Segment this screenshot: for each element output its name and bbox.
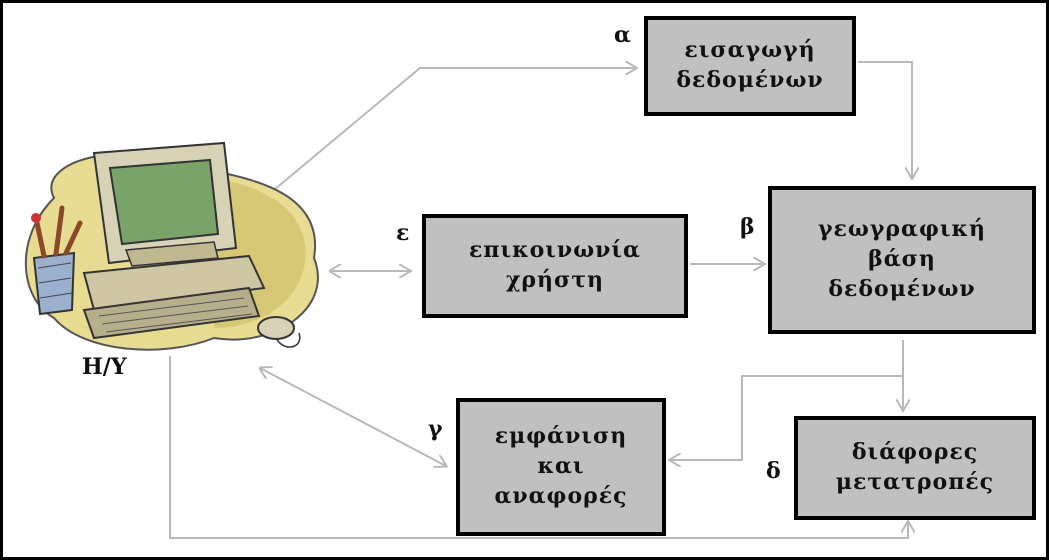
- arrow-display-pc: [260, 368, 446, 466]
- label-epsilon: ε: [396, 220, 410, 246]
- box-line: δεδομένων: [676, 67, 824, 93]
- box-line: βάση: [868, 246, 936, 273]
- display-reports-box: εμφάνιση και αναφορές: [456, 398, 666, 536]
- computer-label: Η/Υ: [82, 354, 127, 380]
- box-line: και: [537, 453, 585, 480]
- box-line: εισαγωγή: [684, 37, 816, 64]
- box-line: αναφορές: [494, 482, 628, 509]
- box-line: διάφορες: [851, 439, 979, 466]
- arrow-db-to-display: [670, 375, 903, 460]
- arrow-pc-to-input: [261, 68, 636, 201]
- box-line: χρήστη: [505, 267, 605, 293]
- box-line: επικοινωνία: [469, 237, 641, 264]
- user-communication-box: επικοινωνία χρήστη: [422, 214, 688, 318]
- label-gamma: γ: [428, 416, 443, 442]
- transformations-box: διάφορες μετατροπές: [794, 416, 1036, 520]
- box-line: εμφάνιση: [494, 423, 628, 450]
- geo-database-box: γεωγραφική βάση δεδομένων: [768, 186, 1036, 334]
- data-input-box: εισαγωγή δεδομένων: [644, 16, 856, 116]
- label-delta: δ: [766, 458, 781, 484]
- box-line: μετατροπές: [835, 469, 995, 495]
- box-line: γεωγραφική: [818, 216, 986, 243]
- box-line: δεδομένων: [828, 275, 976, 302]
- arrow-input-to-db: [858, 61, 912, 178]
- label-alpha: α: [614, 22, 631, 48]
- label-beta: β: [740, 214, 755, 240]
- arrow-pc-to-transforms: [169, 356, 908, 539]
- computer-clipart-icon: [24, 141, 319, 351]
